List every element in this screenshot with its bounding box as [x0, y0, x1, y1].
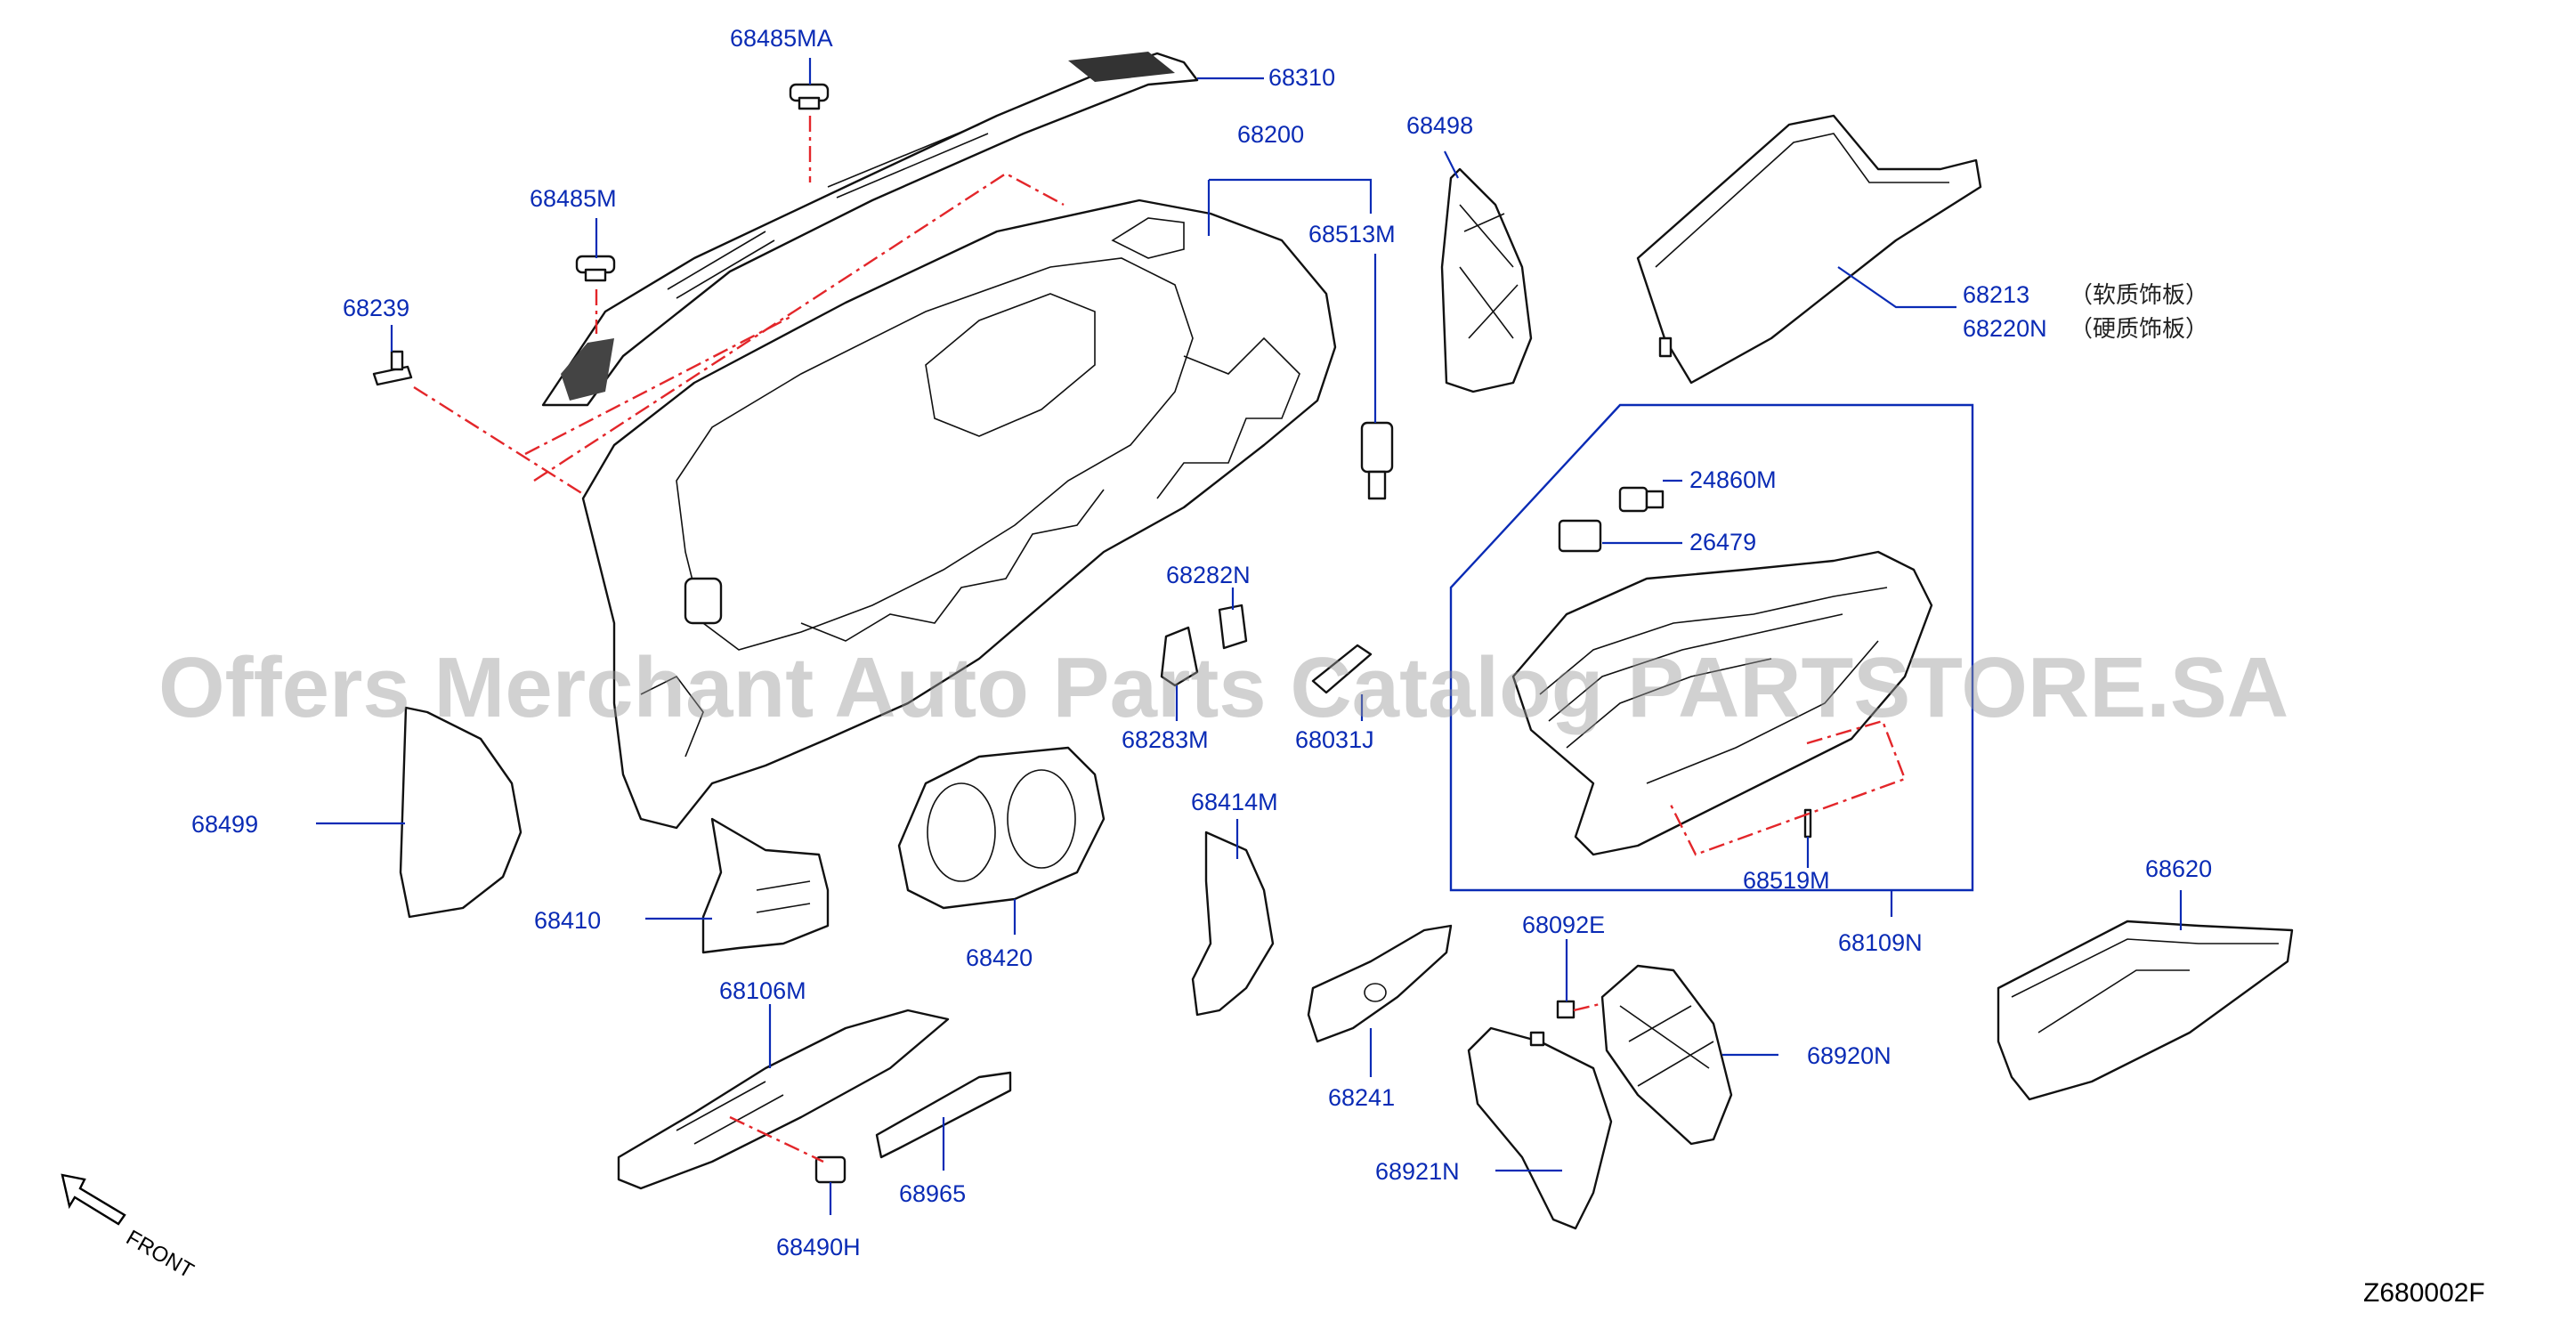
label-68485MA[interactable]: 68485MA: [730, 25, 833, 52]
meter-hood-68420[interactable]: [897, 746, 1106, 910]
bracket-68282N[interactable]: [1218, 604, 1248, 650]
label-68921N[interactable]: 68921N: [1375, 1158, 1460, 1185]
clip-68921N[interactable]: [1529, 1031, 1545, 1047]
knee-panel-68920N[interactable]: [1600, 964, 1733, 1146]
label-68310[interactable]: 68310: [1268, 64, 1335, 91]
side-trim-68414M[interactable]: [1191, 831, 1275, 1017]
label-68239[interactable]: 68239: [343, 295, 409, 321]
bracket-68965[interactable]: [875, 1071, 1012, 1159]
lamp-26479[interactable]: [1558, 519, 1602, 553]
leader-68213: [1837, 266, 1956, 309]
bracket-68031J[interactable]: [1311, 644, 1373, 694]
leader-68498: [1444, 150, 1459, 179]
clip-68485M[interactable]: [575, 255, 616, 282]
lower-cover-68410[interactable]: [701, 817, 830, 954]
label-68410[interactable]: 68410: [534, 907, 601, 934]
label-26479[interactable]: 26479: [1689, 529, 1756, 555]
label-68414M[interactable]: 68414M: [1191, 789, 1278, 815]
label-68620[interactable]: 68620: [2145, 855, 2212, 882]
front-label: FRONT: [122, 1226, 198, 1284]
side-cover-68499[interactable]: [399, 706, 522, 919]
label-68282N[interactable]: 68282N: [1166, 562, 1251, 588]
clip-68092E[interactable]: [1556, 1000, 1576, 1019]
screw-68519M[interactable]: [1803, 808, 1812, 839]
label-68092E[interactable]: 68092E: [1522, 912, 1605, 938]
label-24860M[interactable]: 24860M: [1689, 466, 1777, 493]
label-68965[interactable]: 68965: [899, 1180, 966, 1207]
switch-24860M[interactable]: [1618, 486, 1665, 513]
clip-68485MA[interactable]: [789, 83, 830, 110]
clip-68239[interactable]: [372, 350, 413, 386]
glove-box-lid[interactable]: [1511, 550, 1933, 856]
glovebox-bracket: [1449, 403, 1974, 892]
leader-68200: [1207, 178, 1373, 236]
defroster-grille-panel[interactable]: [541, 52, 1199, 407]
side-bracket-68498[interactable]: [1440, 167, 1533, 393]
label-68499[interactable]: 68499: [191, 811, 258, 838]
label-68920N[interactable]: 68920N: [1807, 1042, 1891, 1069]
label-68213[interactable]: 68213: [1963, 281, 2029, 308]
label-68513M[interactable]: 68513M: [1308, 221, 1396, 247]
watermark: Offers Merchant Auto Parts Catalog PARTS…: [158, 640, 2288, 735]
note-hard-trim: （硬质饰板）: [2070, 316, 2208, 343]
label-68485M[interactable]: 68485M: [530, 185, 617, 212]
label-68490H[interactable]: 68490H: [776, 1234, 861, 1260]
label-68031J[interactable]: 68031J: [1295, 726, 1374, 753]
note-soft-trim: （软质饰板）: [2070, 282, 2208, 309]
label-68106M[interactable]: 68106M: [719, 977, 806, 1004]
bracket-68283M[interactable]: [1160, 626, 1199, 687]
label-68519M[interactable]: 68519M: [1743, 867, 1830, 894]
instrument-panel-main[interactable]: [581, 199, 1337, 830]
lower-panel-68106M[interactable]: [617, 1009, 950, 1190]
diagram-code: Z680002F: [2363, 1278, 2485, 1308]
label-68220N[interactable]: 68220N: [1963, 315, 2047, 342]
front-arrow-icon: [61, 1173, 126, 1226]
label-68241[interactable]: 68241: [1328, 1084, 1395, 1111]
label-68420[interactable]: 68420: [966, 944, 1033, 971]
bracket-68241[interactable]: [1307, 924, 1453, 1043]
sensor-68513M[interactable]: [1360, 421, 1394, 500]
label-68498[interactable]: 68498: [1406, 112, 1473, 139]
label-68200[interactable]: 68200: [1237, 121, 1304, 148]
label-68283M[interactable]: 68283M: [1122, 726, 1209, 753]
side-trim-panel[interactable]: [1636, 114, 1982, 385]
knee-panel-68921N[interactable]: [1467, 1026, 1613, 1230]
glove-box-inner-68620[interactable]: [1997, 920, 2294, 1101]
label-68109N[interactable]: 68109N: [1838, 929, 1923, 956]
